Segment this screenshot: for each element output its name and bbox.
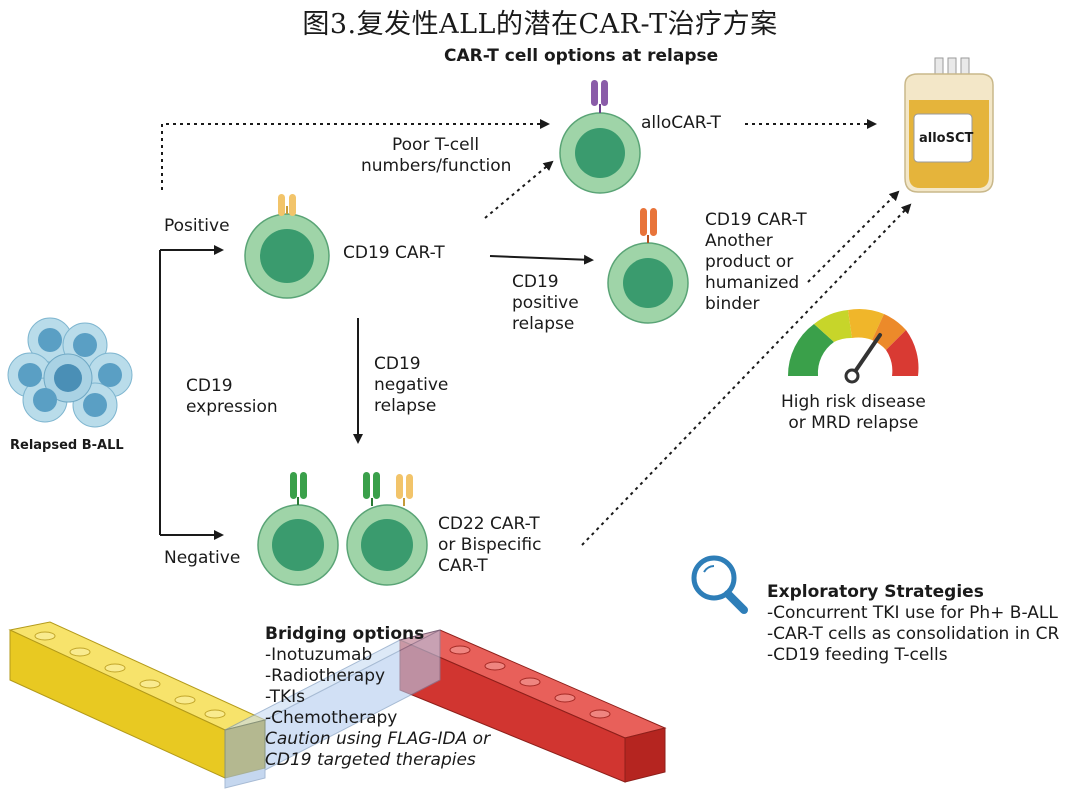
bridging-caution: Caution using FLAG-IDA or bbox=[265, 729, 491, 749]
arrow-cd19-to-allocart bbox=[484, 160, 554, 219]
bridging-caution: CD19 targeted therapies bbox=[265, 750, 476, 770]
alt-cd19-cart-label: CD19 CAR-T Another product or humanized … bbox=[705, 210, 807, 314]
bridging-item: -Inotuzumab bbox=[265, 645, 373, 665]
allosct-label: alloSCT bbox=[919, 131, 974, 146]
gauge-icon bbox=[787, 309, 919, 384]
cd22-cart-cell-icon bbox=[257, 472, 339, 586]
arrow-cd22-to-allosct bbox=[581, 203, 912, 546]
cd19-negative-relapse-label: CD19 negative relapse bbox=[374, 354, 449, 416]
alt-cd19-cart-cell-icon bbox=[607, 208, 689, 324]
arrow-cd19-positive bbox=[489, 254, 594, 265]
bridging-heading: Bridging options bbox=[265, 624, 425, 644]
branch-lines bbox=[159, 245, 224, 540]
subtitle: CAR-T cell options at relapse bbox=[444, 46, 719, 66]
cd19-cart-label: CD19 CAR-T bbox=[343, 243, 445, 263]
figure-title: 图3.复发性ALL的潜在CAR-T治疗方案 bbox=[302, 9, 778, 40]
positive-label: Positive bbox=[164, 216, 230, 236]
brick-blue bbox=[224, 629, 441, 789]
relapsed-label: Relapsed B-ALL bbox=[10, 438, 124, 453]
bridging-options: Bridging options -Inotuzumab -Radiothera… bbox=[265, 624, 490, 771]
high-risk-label: High risk disease or MRD relapse bbox=[781, 392, 926, 433]
arrow-alt-to-allosct bbox=[807, 190, 900, 283]
cd19-expression-label: CD19 expression bbox=[186, 376, 278, 417]
blast-cluster-icon bbox=[7, 317, 133, 428]
allocart-label: alloCAR-T bbox=[641, 113, 721, 133]
exploratory-strategies: Exploratory Strategies -Concurrent TKI u… bbox=[767, 582, 1059, 666]
cd19-cart-cell-icon bbox=[244, 194, 330, 299]
exploratory-item: -Concurrent TKI use for Ph+ B-ALL bbox=[767, 603, 1058, 623]
bridging-item: -Radiotherapy bbox=[265, 666, 386, 686]
bispecific-cart-cell-icon bbox=[346, 472, 428, 586]
exploratory-item: -CD19 feeding T-cells bbox=[767, 645, 948, 665]
bridging-item: -Chemotherapy bbox=[265, 708, 398, 728]
exploratory-item: -CAR-T cells as consolidation in CR bbox=[767, 624, 1060, 644]
allocart-cell-icon bbox=[559, 80, 641, 194]
poor-tcell-label: Poor T-cell numbers/function bbox=[361, 135, 512, 176]
bridging-item: -TKIs bbox=[265, 687, 305, 707]
arrow-to-allocart bbox=[161, 119, 550, 190]
cd22-cart-label: CD22 CAR-T or Bispecific CAR-T bbox=[438, 514, 542, 576]
negative-label: Negative bbox=[164, 548, 241, 568]
blood-bag-icon bbox=[904, 57, 994, 193]
exploratory-heading: Exploratory Strategies bbox=[767, 582, 984, 602]
cd19-positive-relapse-label: CD19 positive relapse bbox=[512, 272, 579, 334]
magnifier-icon bbox=[691, 555, 748, 614]
